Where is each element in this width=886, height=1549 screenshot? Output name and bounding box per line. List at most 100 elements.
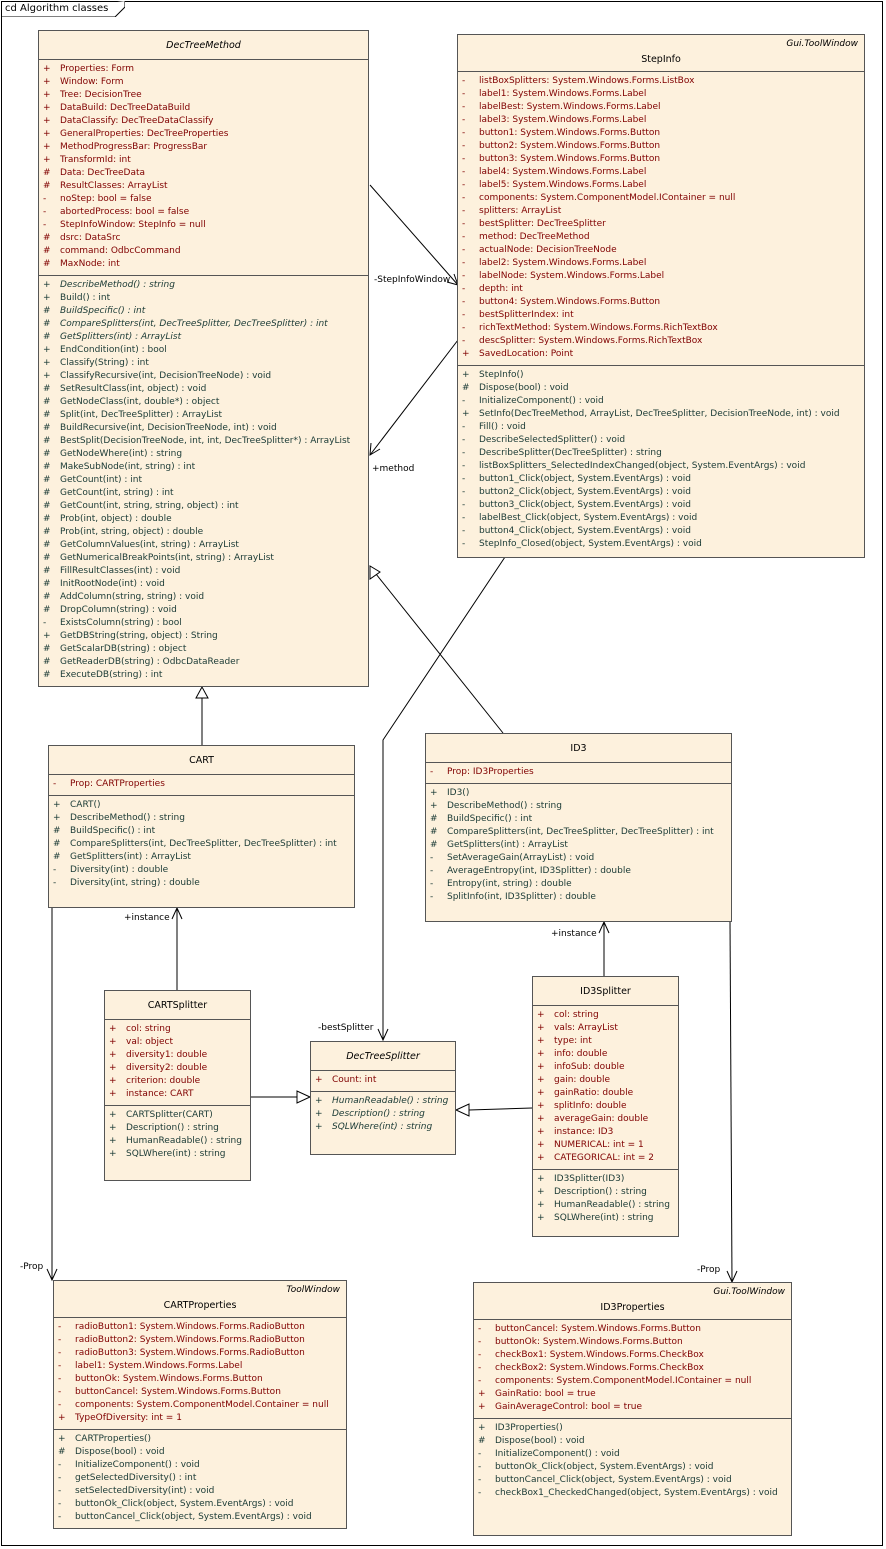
operation-text: BuildSpecific() : int: [70, 826, 156, 836]
visibility-marker: -: [58, 1512, 62, 1522]
attribute-text: components: System.ComponentModel.IConta…: [495, 1376, 752, 1386]
attribute-text: criterion: double: [126, 1076, 201, 1086]
attribute-text: descSplitter: System.Windows.Forms.RichT…: [479, 336, 703, 346]
attribute-text: col: string: [554, 1010, 599, 1020]
attribute-text: buttonOk: System.Windows.Forms.Button: [75, 1374, 263, 1384]
operation-text: CompareSplitters(int, DecTreeSplitter, D…: [447, 827, 714, 837]
attribute-row: -button4: System.Windows.Forms.Button: [458, 296, 864, 309]
visibility-marker: -: [53, 878, 57, 888]
visibility-marker: -: [462, 297, 466, 307]
attribute-row: -Prop: CARTProperties: [49, 778, 354, 791]
visibility-marker: -: [462, 141, 466, 151]
class-id3splitter[interactable]: ID3Splitter +col: string+vals: ArrayList…: [532, 976, 679, 1237]
operation-text: SetResultClass(int, object) : void: [60, 384, 207, 394]
visibility-marker: +: [430, 801, 438, 811]
visibility-marker: +: [43, 371, 51, 381]
visibility-marker: +: [537, 1153, 545, 1163]
operation-text: ID3Splitter(ID3): [554, 1174, 625, 1184]
operation-text: Dispose(bool) : void: [479, 383, 569, 393]
class-name: CARTProperties: [163, 1300, 237, 1311]
attribute-row: -buttonOk: System.Windows.Forms.Button: [54, 1373, 346, 1386]
operation-text: AverageEntropy(int, ID3Splitter) : doubl…: [447, 866, 631, 876]
operation-row: #GetReaderDB(string) : OdbcDataReader: [39, 656, 368, 669]
visibility-marker: -: [58, 1460, 62, 1470]
attribute-text: DataClassify: DecTreeDataClassify: [60, 116, 214, 126]
visibility-marker: +: [109, 1149, 117, 1159]
operation-row: +SQLWhere(int) : string: [311, 1121, 455, 1134]
attributes-compartment: +Properties: Form+Window: Form+Tree: Dec…: [39, 60, 368, 276]
visibility-marker: #: [43, 462, 51, 472]
class-cartsplitter[interactable]: CARTSplitter +col: string+val: object+di…: [104, 990, 251, 1181]
operation-row: +SQLWhere(int) : string: [105, 1148, 250, 1161]
visibility-marker: #: [43, 181, 51, 191]
operation-text: buttonCancel_Click(object, System.EventA…: [495, 1475, 732, 1485]
attribute-row: -button1: System.Windows.Forms.Button: [458, 127, 864, 140]
operation-text: button3_Click(object, System.EventArgs) …: [479, 500, 691, 510]
attribute-text: label5: System.Windows.Forms.Label: [479, 180, 647, 190]
operation-row: #GetSplitters(int) : ArrayList: [39, 331, 368, 344]
class-cart[interactable]: CART -Prop: CARTProperties +CART()+Descr…: [48, 745, 355, 908]
operation-text: GetNodeWhere(int) : string: [60, 449, 183, 459]
operation-row: +ID3Properties(): [474, 1422, 791, 1435]
operation-row: -SplitInfo(int, ID3Splitter) : double: [426, 891, 731, 904]
operation-text: GetSplitters(int) : ArrayList: [70, 852, 191, 862]
attribute-row: -buttonCancel: System.Windows.Forms.Butt…: [474, 1323, 791, 1336]
operation-row: -labelBest_Click(object, System.EventArg…: [458, 512, 864, 525]
visibility-marker: +: [537, 1010, 545, 1020]
operation-row: -Diversity(int) : double: [49, 864, 354, 877]
attribute-text: Prop: ID3Properties: [447, 767, 534, 777]
class-name: ID3: [570, 743, 587, 754]
attribute-row: -button2: System.Windows.Forms.Button: [458, 140, 864, 153]
operation-text: CARTSplitter(CART): [126, 1110, 213, 1120]
attribute-text: bestSplitterIndex: int: [479, 310, 574, 320]
operation-text: buttonOk_Click(object, System.EventArgs)…: [75, 1499, 294, 1509]
association-id3-prop: [729, 919, 733, 1283]
attribute-text: NUMERICAL: int = 1: [554, 1140, 644, 1150]
operation-text: ExecuteDB(string) : int: [60, 670, 163, 680]
visibility-marker: #: [43, 259, 51, 269]
attribute-row: +diversity2: double: [105, 1062, 250, 1075]
attribute-row: +val: object: [105, 1036, 250, 1049]
attribute-row: -radioButton1: System.Windows.Forms.Radi…: [54, 1321, 346, 1334]
class-id3[interactable]: ID3 -Prop: ID3Properties +ID3()+Describe…: [425, 733, 732, 922]
operation-row: +ClassifyRecursive(int, DecisionTreeNode…: [39, 370, 368, 383]
attribute-text: actualNode: DecisionTreeNode: [479, 245, 617, 255]
operation-text: SplitInfo(int, ID3Splitter) : double: [447, 892, 596, 902]
operation-text: DescribeMethod() : string: [70, 813, 185, 823]
attribute-row: +averageGain: double: [533, 1113, 678, 1126]
operation-text: GetReaderDB(string) : OdbcDataReader: [60, 657, 240, 667]
attribute-row: +col: string: [105, 1023, 250, 1036]
attribute-row: -descSplitter: System.Windows.Forms.Rich…: [458, 335, 864, 348]
attribute-row: +vals: ArrayList: [533, 1022, 678, 1035]
visibility-marker: +: [537, 1213, 545, 1223]
attribute-text: TypeOfDiversity: int = 1: [75, 1413, 182, 1423]
generalization-cart-head: [195, 685, 209, 699]
attributes-compartment: +Count: int: [311, 1071, 455, 1092]
visibility-marker: #: [43, 436, 51, 446]
arrowhead-method: [369, 442, 381, 456]
operation-text: InitRootNode(int) : void: [60, 579, 165, 589]
operation-row: +DescribeMethod() : string: [39, 279, 368, 292]
attribute-row: -checkBox1: System.Windows.Forms.CheckBo…: [474, 1349, 791, 1362]
arrowhead-best-splitter: [377, 1028, 389, 1042]
operation-row: -Diversity(int, string) : double: [49, 877, 354, 890]
operation-row: +HumanReadable() : string: [105, 1135, 250, 1148]
class-name: StepInfo: [641, 54, 681, 65]
visibility-marker: #: [43, 501, 51, 511]
operation-text: ID3Properties(): [495, 1423, 563, 1433]
class-dectreemethod[interactable]: DecTreeMethod +Properties: Form+Window: …: [38, 30, 369, 687]
class-dectreesplitter[interactable]: DecTreeSplitter +Count: int +HumanReadab…: [310, 1041, 456, 1155]
attribute-row: -bestSplitterIndex: int: [458, 309, 864, 322]
operation-row: #BuildRecursive(int, DecisionTreeNode, i…: [39, 422, 368, 435]
operation-row: #GetCount(int, string) : int: [39, 487, 368, 500]
operation-text: setSelectedDiversity(int) : void: [75, 1486, 215, 1496]
attribute-text: checkBox2: System.Windows.Forms.CheckBox: [495, 1363, 704, 1373]
operation-row: -setSelectedDiversity(int) : void: [54, 1485, 346, 1498]
attribute-row: -splitters: ArrayList: [458, 205, 864, 218]
attribute-text: listBoxSplitters: System.Windows.Forms.L…: [479, 76, 695, 86]
attribute-text: Properties: Form: [60, 64, 135, 74]
operation-text: button2_Click(object, System.EventArgs) …: [479, 487, 691, 497]
